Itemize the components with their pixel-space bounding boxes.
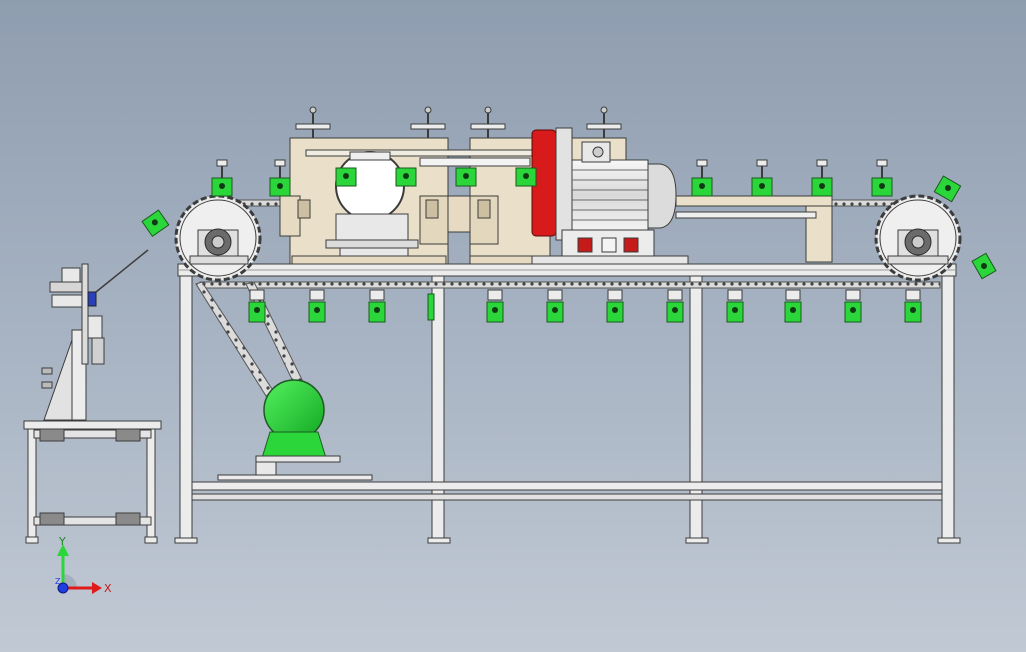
carrier-bottom-5	[546, 289, 564, 323]
left-sprocket	[174, 194, 262, 282]
carrier-top-10	[871, 159, 893, 197]
carrier-bottom-4	[486, 289, 504, 323]
y-axis-arrow	[57, 544, 69, 556]
carrier-top-2	[269, 159, 291, 197]
carrier-bottom-6	[606, 289, 624, 323]
carrier-top-8	[751, 159, 773, 197]
z-axis-label: Z	[55, 577, 61, 586]
carrier-bottom-11	[904, 289, 922, 323]
main-motor	[531, 127, 689, 265]
carriers-top	[141, 159, 997, 280]
carrier-left-angled	[141, 209, 170, 237]
feeder-station	[41, 249, 149, 421]
carrier-bottom-1	[248, 289, 266, 323]
right-sprocket	[874, 194, 962, 282]
handwheel-4	[586, 106, 622, 138]
handwheel-1	[295, 106, 331, 138]
carrier-top-9	[811, 159, 833, 197]
green-drive-motor	[217, 379, 373, 481]
x-axis-label: X	[104, 582, 112, 595]
carriers-bottom	[248, 289, 922, 323]
carrier-bottom-12	[427, 293, 435, 321]
chain-guide-bracket	[675, 195, 833, 263]
handwheel-3	[470, 106, 506, 138]
x-axis-arrow	[92, 582, 102, 594]
z-axis-dot	[57, 582, 69, 594]
carrier-top-1	[211, 159, 233, 197]
coordinate-triad: Y X Z	[55, 535, 112, 595]
carrier-right-angled-2	[971, 252, 997, 280]
carrier-bottom-10	[844, 289, 862, 323]
carrier-bottom-8	[726, 289, 744, 323]
carrier-top-6	[515, 167, 537, 187]
y-axis-label: Y	[58, 535, 66, 548]
carrier-bottom-7	[666, 289, 684, 323]
carrier-bottom-9	[784, 289, 802, 323]
carrier-top-4	[395, 167, 417, 187]
carrier-bottom-3	[368, 289, 386, 323]
carrier-top-5	[455, 167, 477, 187]
carrier-top-3	[335, 167, 357, 187]
carrier-bottom-2	[308, 289, 326, 323]
carrier-right-angled-1	[933, 175, 962, 203]
handwheel-2	[410, 106, 446, 138]
side-table	[23, 420, 162, 544]
carrier-top-7	[691, 159, 713, 197]
